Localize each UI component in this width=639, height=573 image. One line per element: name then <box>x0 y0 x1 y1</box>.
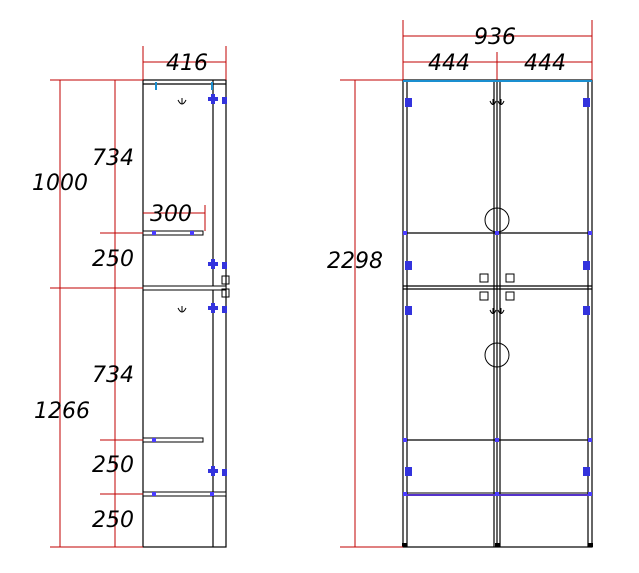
hinge-icon <box>583 306 590 315</box>
lower-section-dimension: 1266 <box>34 399 90 424</box>
hook-icon <box>177 98 187 105</box>
side-cabinet-outline <box>142 79 227 548</box>
front-view: 936 444 444 2298 <box>327 20 593 548</box>
hook-icon <box>489 99 505 105</box>
hinge-icon <box>583 261 590 270</box>
hinge-icon <box>208 466 227 476</box>
front-total-width-dimension: 936 <box>474 25 516 50</box>
shelf-depth-dimension: 300 <box>150 202 192 227</box>
right-bay-dimension: 444 <box>524 51 566 76</box>
side-width-dimension: 416 <box>166 51 208 76</box>
hinge-icon <box>405 467 412 476</box>
hook-icon <box>489 308 505 314</box>
hinge-icon <box>208 303 227 313</box>
hinge-icon <box>405 261 412 270</box>
lock-icon <box>221 275 230 298</box>
lock-icon <box>479 273 515 301</box>
hinge-icon <box>583 98 590 107</box>
front-height-dimension: 2298 <box>327 249 383 274</box>
hinge-icon <box>208 94 227 104</box>
hinge-icon <box>583 467 590 476</box>
side-mid-panel <box>142 285 227 291</box>
side-view: 416 300 1000 1266 734 250 734 250 250 <box>32 46 230 548</box>
hook-icon <box>177 306 187 313</box>
hinge-icon <box>405 98 412 107</box>
handle-icon <box>484 342 510 368</box>
segment-dimension: 734 <box>92 363 134 388</box>
hinge-icon <box>208 259 227 269</box>
hinge-icon <box>405 306 412 315</box>
upper-section-dimension: 1000 <box>32 171 88 196</box>
segment-dimension: 250 <box>92 508 134 533</box>
left-bay-dimension: 444 <box>428 51 470 76</box>
segment-dimension: 250 <box>92 453 134 478</box>
segment-dimension: 734 <box>92 146 134 171</box>
segment-dimension: 250 <box>92 247 134 272</box>
